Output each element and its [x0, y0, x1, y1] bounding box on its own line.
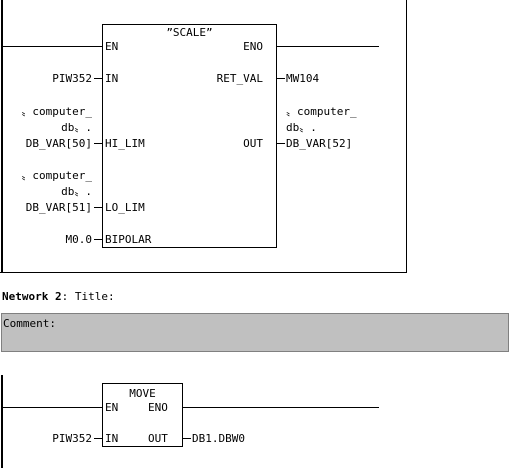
comment-label: Comment: — [3, 317, 56, 330]
stub-hi-lim — [94, 143, 102, 144]
operand-out-line3[interactable]: DB_VAR[52] — [286, 137, 353, 150]
operand-out-line2[interactable]: db〟. — [286, 121, 317, 134]
network-2-label: Network 2 — [2, 290, 62, 303]
stub-in — [94, 78, 102, 79]
stub-ret-val — [277, 78, 285, 79]
pin-ret-val: RET_VAL — [216, 72, 263, 85]
stub-out — [277, 143, 285, 144]
pin-bipolar: BIPOLAR — [105, 233, 152, 246]
network-1-area[interactable] — [0, 0, 407, 273]
pin-in: IN — [105, 72, 119, 85]
operand-lo-lim-line2[interactable]: db〟. — [61, 185, 92, 198]
move-stub-in — [94, 438, 102, 439]
operand-hi-lim-line3[interactable]: DB_VAR[50] — [25, 137, 92, 150]
network-2-header[interactable]: Network 2: Title: — [2, 290, 115, 303]
network-2-colon: : — [61, 290, 69, 303]
operand-lo-lim-line3[interactable]: DB_VAR[51] — [25, 201, 92, 214]
operand-in[interactable]: PIW352 — [52, 72, 92, 85]
move-operand-out[interactable]: DB1.DBW0 — [192, 432, 245, 445]
pin-out: OUT — [243, 137, 263, 150]
stub-bipolar — [94, 239, 102, 240]
operand-hi-lim-line1[interactable]: 〟computer_ — [21, 105, 92, 118]
operand-bipolar[interactable]: M0.0 — [65, 233, 93, 246]
comment-field[interactable]: Comment: — [1, 313, 509, 352]
operand-hi-lim-line2[interactable]: db〟. — [61, 121, 92, 134]
move-operand-in[interactable]: PIW352 — [52, 432, 92, 445]
pin-lo-lim: LO_LIM — [105, 201, 145, 214]
eno-wire — [276, 46, 379, 47]
pin-hi-lim: HI_LIM — [105, 137, 145, 150]
move-block-title: MOVE — [129, 387, 156, 400]
pin-en: EN — [105, 40, 119, 53]
scale-block[interactable] — [102, 24, 277, 248]
operand-lo-lim-line1[interactable]: 〟computer_ — [21, 169, 92, 182]
power-rail-2 — [1, 375, 3, 468]
power-rail-1 — [1, 0, 3, 272]
move-pin-in: IN — [105, 432, 119, 445]
move-pin-out: OUT — [148, 432, 168, 445]
move-block[interactable] — [102, 383, 183, 447]
move-stub-out — [183, 438, 191, 439]
stub-lo-lim — [94, 207, 102, 208]
operand-out-line1[interactable]: 〟computer_ — [286, 105, 357, 118]
scale-block-title: ”SCALE” — [166, 26, 213, 39]
move-pin-eno: ENO — [148, 401, 168, 414]
network-2-title: Title: — [74, 290, 115, 303]
move-eno-wire — [182, 407, 379, 408]
pin-eno: ENO — [243, 40, 263, 53]
move-pin-en: EN — [105, 401, 119, 414]
move-en-wire — [3, 407, 103, 408]
operand-ret-val[interactable]: MW104 — [286, 72, 320, 85]
en-wire — [3, 46, 103, 47]
